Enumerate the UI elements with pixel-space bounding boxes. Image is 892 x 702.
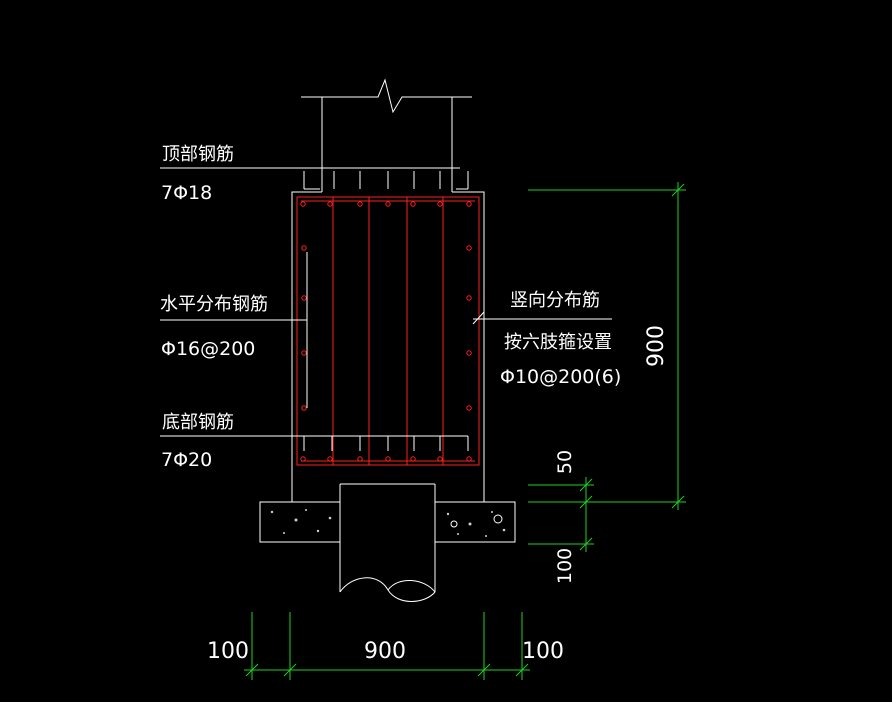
rebar-cage [296, 196, 480, 466]
beam-outline [291, 191, 485, 502]
pile-below [339, 483, 436, 602]
dim-height: 900 [644, 325, 669, 367]
bottom-rebar-spec: 7Φ20 [161, 449, 212, 471]
rebar-leaders [160, 167, 612, 451]
dim-right-offset: 100 [522, 639, 564, 664]
column-above [301, 78, 472, 192]
horizontal-rebar-title: 水平分布钢筋 [160, 294, 268, 315]
top-rebar-title: 顶部钢筋 [162, 144, 234, 165]
dimension-lines [244, 182, 686, 680]
vertical-rebar-note: 按六肢箍设置 [504, 332, 612, 353]
top-rebar-dots [300, 201, 472, 207]
side-rebar-dots [301, 245, 472, 411]
dim-pad-thickness: 100 [554, 548, 576, 584]
top-rebar-spec: 7Φ18 [161, 182, 212, 204]
dimension-labels: 900 50 100 100 900 100 [207, 325, 669, 664]
dim-cover-bottom: 50 [554, 450, 576, 474]
vertical-rebar-title: 竖向分布筋 [510, 290, 600, 311]
horizontal-rebar-spec: Φ16@200 [161, 338, 255, 360]
bottom-rebar-title: 底部钢筋 [162, 412, 234, 433]
concrete-pad [259, 501, 516, 543]
dim-left-offset: 100 [207, 639, 249, 664]
vertical-rebar-spec: Φ10@200(6) [500, 366, 621, 388]
annotations: 顶部钢筋 7Φ18 水平分布钢筋 Φ16@200 竖向分布筋 按六肢箍设置 Φ1… [160, 144, 621, 471]
concrete-hatch [270, 509, 506, 537]
dim-width: 900 [364, 639, 406, 664]
bottom-rebar-dots [300, 456, 472, 462]
